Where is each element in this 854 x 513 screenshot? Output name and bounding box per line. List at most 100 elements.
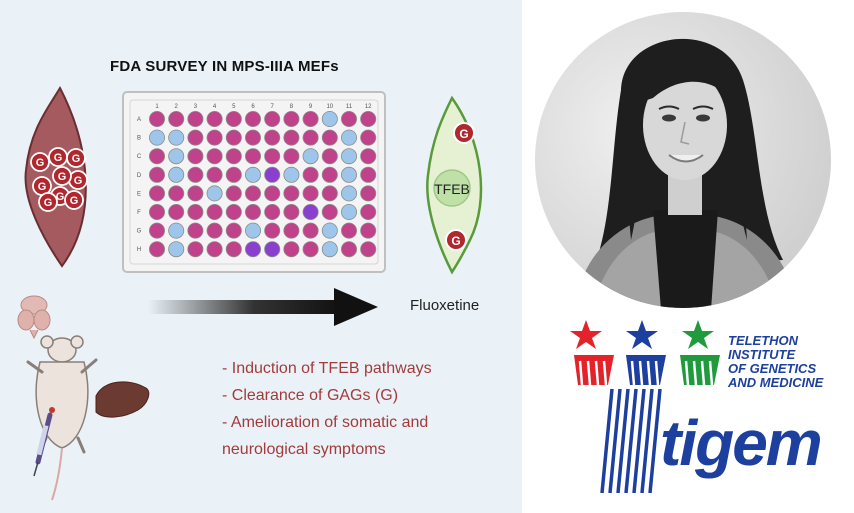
plate-well bbox=[283, 148, 300, 165]
svg-text:OF GENETICS: OF GENETICS bbox=[728, 361, 816, 376]
plate-well bbox=[321, 166, 338, 183]
plate-well bbox=[148, 111, 165, 128]
plate-well bbox=[302, 148, 319, 165]
green-star-icon bbox=[682, 320, 714, 349]
plate-well bbox=[340, 111, 357, 128]
plate-well bbox=[244, 129, 261, 146]
plate-well bbox=[360, 129, 377, 146]
svg-text:G: G bbox=[38, 181, 47, 193]
plate-well bbox=[321, 111, 338, 128]
plate-well bbox=[187, 129, 204, 146]
plate-well bbox=[340, 185, 357, 202]
plate-well bbox=[148, 222, 165, 239]
plate-well bbox=[360, 148, 377, 165]
plate-well bbox=[360, 111, 377, 128]
plate-well bbox=[187, 222, 204, 239]
logo-stripes bbox=[600, 388, 662, 494]
plate-well bbox=[244, 148, 261, 165]
portrait-photo bbox=[535, 12, 831, 308]
plate-well bbox=[340, 129, 357, 146]
plate-well bbox=[225, 148, 242, 165]
gag-granule: G bbox=[30, 152, 50, 172]
plate-well bbox=[148, 203, 165, 220]
outcome-item: - Clearance of GAGs (G) bbox=[222, 387, 399, 404]
plate-well bbox=[360, 166, 377, 183]
plate-well bbox=[206, 148, 223, 165]
gag-granule: G bbox=[66, 148, 86, 168]
plate-well bbox=[244, 111, 261, 128]
plate-well bbox=[264, 241, 281, 258]
outcome-item: neurological symptoms bbox=[222, 441, 386, 458]
plate-well bbox=[168, 148, 185, 165]
plate-well bbox=[283, 241, 300, 258]
svg-text:G: G bbox=[56, 191, 65, 203]
outcome-item: - Induction of TFEB pathways bbox=[222, 360, 432, 377]
plate-well bbox=[168, 203, 185, 220]
plate-well bbox=[302, 222, 319, 239]
plate-well bbox=[187, 111, 204, 128]
plate-well bbox=[264, 185, 281, 202]
plate-well bbox=[340, 166, 357, 183]
plate-well bbox=[148, 166, 165, 183]
plate-well bbox=[264, 111, 281, 128]
svg-text:G: G bbox=[44, 197, 53, 209]
plate-well bbox=[302, 185, 319, 202]
plate-well bbox=[225, 241, 242, 258]
gag-granule: G bbox=[52, 166, 72, 186]
plate-well bbox=[244, 166, 261, 183]
plate-well bbox=[187, 185, 204, 202]
tfeb-label: TFEB bbox=[434, 181, 470, 197]
plate-well bbox=[360, 203, 377, 220]
gag-granule: G bbox=[38, 192, 58, 212]
plate-well bbox=[321, 185, 338, 202]
plate-row-label: A bbox=[137, 117, 141, 123]
plate-well bbox=[148, 148, 165, 165]
plate-well bbox=[340, 203, 357, 220]
institute-name: TELETHON INSTITUTE OF GENETICS AND MEDIC… bbox=[727, 333, 824, 390]
svg-text:G: G bbox=[74, 175, 83, 187]
plate-well bbox=[283, 185, 300, 202]
plate-well bbox=[244, 203, 261, 220]
tfeb-nucleus bbox=[433, 169, 471, 207]
plate-well bbox=[168, 185, 185, 202]
plate-column-label: 10 bbox=[326, 104, 333, 110]
svg-text:AND MEDICINE: AND MEDICINE bbox=[727, 375, 824, 390]
plate-well bbox=[283, 203, 300, 220]
plate-well bbox=[302, 129, 319, 146]
plate-well bbox=[360, 185, 377, 202]
plate-well bbox=[302, 166, 319, 183]
svg-text:G: G bbox=[459, 127, 468, 141]
gag-granule: G bbox=[64, 190, 84, 210]
plate-column-label: 6 bbox=[251, 104, 255, 110]
svg-text:G: G bbox=[36, 157, 45, 169]
plate-well bbox=[264, 203, 281, 220]
plate-row-label: C bbox=[137, 154, 142, 160]
blue-star-icon bbox=[626, 320, 658, 349]
plate-well bbox=[148, 129, 165, 146]
plate-well bbox=[264, 166, 281, 183]
plate-well bbox=[283, 111, 300, 128]
plate-column-label: 9 bbox=[309, 104, 313, 110]
logo-brand-text: tigem bbox=[660, 407, 821, 479]
outcome-item: - Amelioration of somatic and bbox=[222, 414, 429, 431]
plate-column-label: 8 bbox=[290, 104, 294, 110]
plate-column-label: 7 bbox=[271, 104, 275, 110]
plate-row-label: B bbox=[137, 136, 141, 142]
plate-row-label: H bbox=[137, 247, 141, 253]
svg-text:G: G bbox=[451, 234, 460, 248]
svg-text:INSTITUTE: INSTITUTE bbox=[728, 347, 795, 362]
plate-well bbox=[360, 222, 377, 239]
plate-well bbox=[148, 185, 165, 202]
svg-text:G: G bbox=[54, 152, 63, 164]
plate-well bbox=[302, 111, 319, 128]
brain-icon bbox=[17, 295, 51, 340]
gag-granule: G bbox=[445, 229, 467, 251]
plate-well bbox=[321, 203, 338, 220]
mouse-icon bbox=[26, 335, 98, 501]
plate-wells bbox=[148, 111, 377, 258]
plate-well bbox=[225, 203, 242, 220]
